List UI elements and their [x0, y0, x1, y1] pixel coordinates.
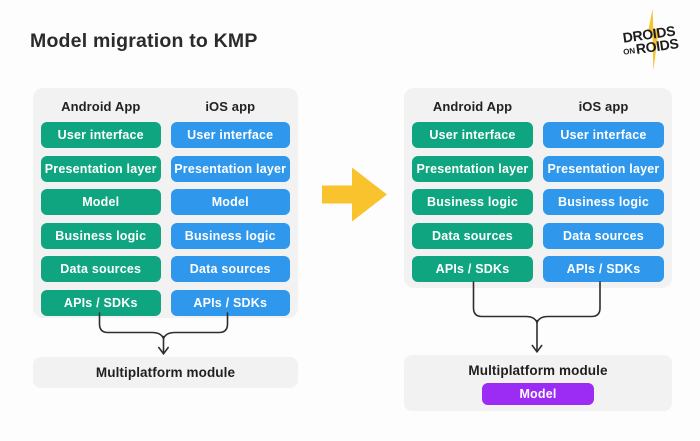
- layer-presentation-layer: Presentation layer: [170, 155, 290, 182]
- before-migration-panel: Android App iOS app User interface Prese…: [33, 88, 298, 318]
- layer-data-sources: Data sources: [412, 222, 533, 249]
- layer-apis-sdks: APIs / SDKs: [543, 256, 664, 282]
- layer-apis-sdks: APIs / SDKs: [41, 289, 161, 316]
- before-android-column: User interface Presentation layer Model …: [41, 122, 161, 316]
- layer-data-sources: Data sources: [543, 222, 664, 249]
- after-ios-column: User interface Presentation layer Busine…: [543, 122, 664, 282]
- after-migration-panel: Android App iOS app User interface Prese…: [404, 88, 672, 288]
- layer-business-logic: Business logic: [543, 189, 664, 215]
- layer-user-interface: User interface: [412, 122, 533, 148]
- layer-business-logic: Business logic: [170, 222, 290, 249]
- layer-apis-sdks: APIs / SDKs: [170, 289, 290, 316]
- before-ios-column: User interface Presentation layer Model …: [170, 122, 290, 316]
- after-android-column: User interface Presentation layer Busine…: [412, 122, 533, 282]
- before-ios-header: iOS app: [205, 99, 256, 114]
- before-android-header: Android App: [61, 99, 141, 114]
- layer-presentation-layer: Presentation layer: [41, 155, 161, 182]
- layer-data-sources: Data sources: [41, 256, 161, 282]
- layer-business-logic: Business logic: [41, 222, 161, 249]
- layer-model: Model: [41, 189, 161, 215]
- before-panel-headers: Android App iOS app: [41, 98, 290, 115]
- layer-user-interface: User interface: [543, 122, 664, 148]
- before-merge-connector: [98, 312, 229, 356]
- multiplatform-module-label: Multiplatform module: [468, 363, 608, 378]
- after-multiplatform-module-box: Multiplatform module Model: [404, 355, 672, 411]
- layer-model: Model: [170, 189, 290, 215]
- layer-data-sources: Data sources: [170, 256, 290, 282]
- shared-model-chip: Model: [482, 383, 594, 405]
- layer-user-interface: User interface: [170, 122, 290, 148]
- droids-on-roids-logo: DROIDS ONROIDS: [603, 8, 697, 74]
- arrowhead-down-icon: [158, 346, 169, 356]
- logo-line2-prefix: ON: [622, 46, 636, 57]
- layer-presentation-layer: Presentation layer: [543, 155, 664, 182]
- migration-arrow-icon: [322, 167, 387, 222]
- after-android-header: Android App: [432, 99, 513, 114]
- arrowhead-down-icon: [531, 344, 543, 354]
- layer-apis-sdks: APIs / SDKs: [412, 256, 533, 282]
- before-multiplatform-module-box: Multiplatform module: [33, 357, 298, 388]
- after-ios-header: iOS app: [578, 99, 629, 114]
- layer-user-interface: User interface: [41, 122, 161, 148]
- multiplatform-module-label: Multiplatform module: [95, 365, 236, 380]
- layer-presentation-layer: Presentation layer: [412, 155, 533, 182]
- after-merge-connector: [472, 281, 601, 354]
- after-panel-headers: Android App iOS app: [412, 98, 664, 115]
- page-title: Model migration to KMP: [30, 30, 258, 52]
- lightning-bolt-icon: [647, 8, 659, 71]
- layer-business-logic: Business logic: [412, 189, 533, 215]
